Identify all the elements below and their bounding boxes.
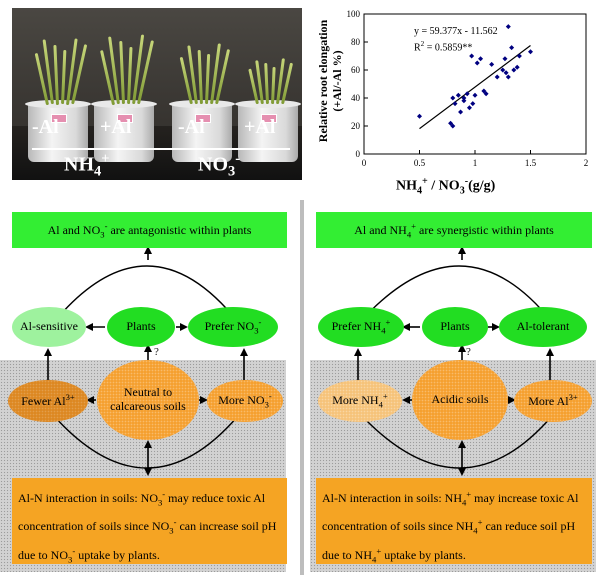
seedling-leaf: [119, 41, 125, 105]
data-point: [494, 74, 500, 80]
y-tick-label: 80: [351, 37, 361, 47]
pot-tag: [261, 114, 277, 123]
data-point: [478, 56, 484, 62]
data-point: [503, 70, 509, 76]
data-point: [483, 91, 489, 97]
data-point: [502, 56, 508, 62]
label-minus-al-nh4: -Al: [32, 116, 59, 138]
x-tick-label: 0.5: [414, 158, 426, 168]
pot-no3-minus-al: [169, 100, 235, 162]
data-point: [528, 49, 533, 55]
data-point: [452, 101, 458, 107]
x-tick-label: 1: [473, 158, 478, 168]
data-point: [509, 45, 515, 51]
left-question-mark: ?: [154, 346, 159, 358]
right-acidic-soils-node: Acidic soils: [412, 360, 508, 440]
plant-photo: -Al +Al -Al +Al NH4+ NO3-: [12, 8, 302, 180]
data-point: [450, 123, 456, 129]
data-point: [455, 92, 461, 98]
label-minus-al-no3: -Al: [178, 116, 205, 138]
pot-no3-plus-al: [235, 100, 301, 162]
x-tick-label: 2: [584, 158, 589, 168]
left-fewer-al-node: Fewer Al3+: [8, 380, 88, 422]
right-more-al-node: More Al3+: [514, 380, 592, 422]
left-more-no3-node: More NO3-: [207, 380, 283, 422]
seedling-leaf: [197, 49, 203, 105]
left-title-box: Al and NO3- are antagonistic within plan…: [12, 212, 287, 248]
seedling-leaf: [53, 44, 59, 105]
data-point: [511, 67, 517, 73]
data-point: [489, 61, 495, 67]
x-axis-label: NH4+ / NO3-(g/g): [396, 176, 496, 197]
pot-tag: [51, 114, 67, 123]
seedling-leaf: [264, 63, 269, 105]
left-top-arc: [53, 265, 239, 323]
data-point: [466, 105, 472, 111]
y-tick-label: 100: [347, 9, 361, 19]
data-point: [461, 98, 467, 104]
right-interaction-box: Al-N interaction in soils: NH4+ may incr…: [316, 478, 592, 564]
y-tick-label: 60: [351, 65, 361, 75]
y-tick-label: 20: [351, 121, 361, 131]
data-point: [450, 95, 456, 101]
left-plants-node: Plants: [107, 307, 175, 347]
y-tick-label: 40: [351, 93, 361, 103]
data-point: [470, 101, 476, 107]
diagram-arrows: [44, 246, 554, 476]
right-top-arc: [359, 265, 553, 323]
data-point: [464, 91, 470, 97]
data-point: [500, 67, 506, 73]
y-tick-label: 0: [356, 149, 361, 159]
right-more-nh4-node: More NH4+: [318, 380, 402, 422]
r-squared-label: R2 = 0.5859**: [414, 40, 473, 54]
trend-line: [419, 45, 531, 130]
regression-equation: y = 59.377x - 11.562: [414, 26, 498, 37]
left-interaction-box: Al-N interaction in soils: NO3- may redu…: [12, 478, 287, 564]
pot-nh4-plus-al: [91, 100, 157, 162]
label-plus-al-nh4: +Al: [100, 116, 132, 138]
center-divider: [300, 200, 304, 575]
right-al-tolerant-node: Al-tolerant: [499, 307, 587, 347]
data-point: [448, 120, 454, 126]
right-question-mark: ?: [466, 346, 471, 358]
data-point: [505, 74, 511, 80]
pot-tag: [195, 114, 211, 123]
seedling-leaf: [61, 49, 67, 105]
data-point: [469, 53, 475, 59]
left-prefer-no3-node: Prefer NO3-: [188, 307, 278, 347]
data-point: [472, 92, 478, 98]
label-no3-treatment: NO3-: [198, 151, 240, 180]
data-point: [474, 60, 480, 66]
x-tick-label: 1.5: [525, 158, 537, 168]
pot-tag: [117, 114, 133, 123]
right-prefer-nh4-node: Prefer NH4+: [318, 307, 404, 347]
data-point: [514, 64, 520, 70]
x-tick-label: 0: [362, 158, 367, 168]
label-plus-al-no3: +Al: [244, 116, 276, 138]
photo-divider-line: [32, 148, 290, 150]
seedling-leaf: [271, 66, 276, 105]
right-plants-node: Plants: [422, 307, 488, 347]
seedling-leaf: [205, 54, 211, 105]
data-point: [481, 88, 487, 94]
left-al-sensitive-node: Al-sensitive: [12, 307, 86, 347]
data-point: [417, 113, 422, 119]
data-point: [516, 53, 522, 59]
data-point: [505, 24, 511, 30]
right-title-box: Al and NH4+ are synergistic within plant…: [316, 212, 592, 248]
label-nh4-treatment: NH4+: [64, 151, 110, 180]
data-point: [458, 109, 464, 115]
chart-plot: 0 20 40 60 80 100 0 0.5 1 1.5 2: [347, 9, 589, 168]
seedling-leaf: [127, 46, 133, 105]
data-point: [461, 95, 467, 101]
